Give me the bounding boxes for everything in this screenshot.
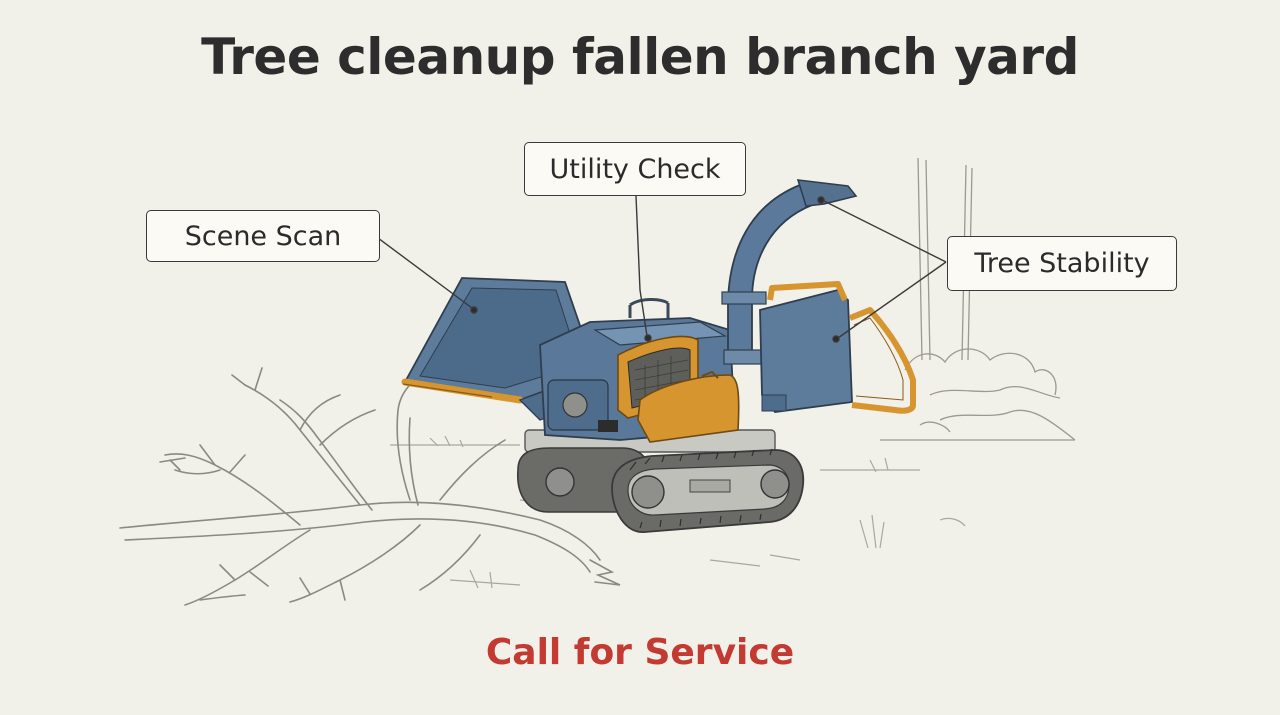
call-for-service-link[interactable]: Call for Service <box>485 632 795 673</box>
utility-check-label: Utility Check <box>549 153 721 185</box>
scene-scan-label: Scene Scan <box>184 220 342 252</box>
rear-housing <box>759 281 916 414</box>
utility-check-callout: Utility Check <box>524 142 746 196</box>
fallen-branch <box>119 367 621 606</box>
track-assembly <box>517 429 805 533</box>
discharge-chute <box>721 179 858 365</box>
tree-stability-callout: Tree Stability <box>947 236 1177 291</box>
scene-scan-callout: Scene Scan <box>146 210 380 262</box>
background-trees <box>880 157 1076 441</box>
page-title: Tree cleanup fallen branch yard <box>201 28 1079 86</box>
chipper-body <box>539 298 740 443</box>
callout-leader-lines <box>377 195 947 343</box>
tree-stability-label: Tree Stability <box>974 248 1150 279</box>
